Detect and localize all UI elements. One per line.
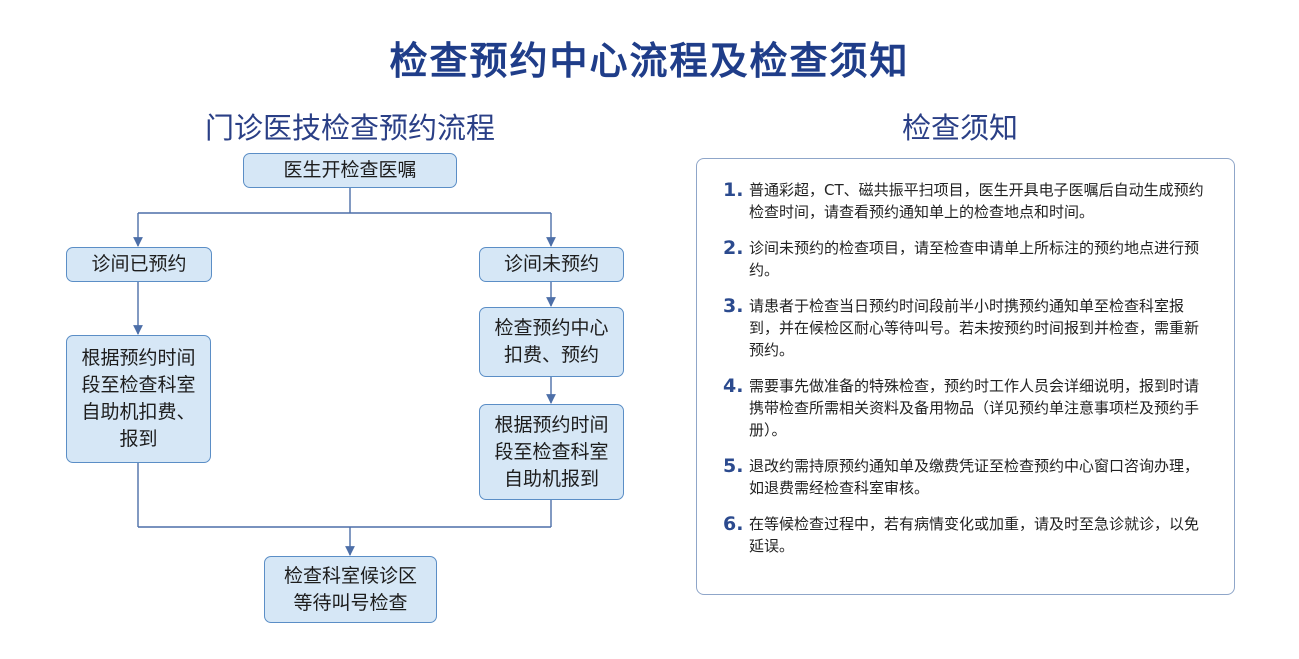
notice-item: 6. 在等候检查过程中，若有病情变化或加重，请及时至急诊就诊，以免延误。 [723, 513, 1210, 557]
connector-split [138, 188, 551, 214]
notice-item-text: 请患者于检查当日预约时间段前半小时携预约通知单至检查科室报到，并在候检区耐心等待… [749, 297, 1200, 359]
notice-item-text: 诊间未预约的检查项目，请至检查申请单上所标注的预约地点进行预约。 [749, 239, 1200, 279]
node-booked: 诊间已预约 [66, 247, 212, 282]
notice-item: 1. 普通彩超，CT、磁共振平扫项目，医生开具电子医嘱后自动生成预约检查时间，请… [723, 179, 1210, 223]
node-not-booked: 诊间未预约 [479, 247, 624, 282]
node-waiting-area: 检查科室候诊区 等待叫号检查 [264, 556, 437, 623]
notice-panel: 1. 普通彩超，CT、磁共振平扫项目，医生开具电子医嘱后自动生成预约检查时间，请… [696, 158, 1235, 595]
notice-item: 4. 需要事先做准备的特殊检查，预约时工作人员会详细说明，报到时请携带检查所需相… [723, 375, 1210, 441]
notice-item-number: 1. [723, 179, 744, 201]
notice-item-number: 6. [723, 513, 744, 535]
notice-item-number: 5. [723, 455, 744, 477]
notice-item: 5. 退改约需持原预约通知单及缴费凭证至检查预约中心窗口咨询办理，如退费需经检查… [723, 455, 1210, 499]
flow-section-title: 门诊医技检查预约流程 [204, 111, 495, 145]
node-center-pay: 检查预约中心 扣费、预约 [479, 307, 624, 377]
page-title: 检查预约中心流程及检查须知 [389, 39, 910, 83]
connector-merge [137, 463, 552, 528]
notice-item-text: 普通彩超，CT、磁共振平扫项目，医生开具电子医嘱后自动生成预约检查时间，请查看预… [749, 181, 1204, 221]
notice-item-number: 3. [723, 295, 744, 317]
notice-item-text: 需要事先做准备的特殊检查，预约时工作人员会详细说明，报到时请携带检查所需相关资料… [749, 377, 1200, 439]
notice-item: 3. 请患者于检查当日预约时间段前半小时携预约通知单至检查科室报到，并在候检区耐… [723, 295, 1210, 361]
notice-item-number: 4. [723, 375, 744, 397]
node-booked-checkin: 根据预约时间 段至检查科室 自助机扣费、 报到 [66, 335, 211, 463]
notice-item-number: 2. [723, 237, 744, 259]
notice-item-text: 在等候检查过程中，若有病情变化或加重，请及时至急诊就诊，以免延误。 [749, 515, 1200, 555]
node-doctor-order: 医生开检查医嘱 [243, 153, 457, 188]
notice-list: 1. 普通彩超，CT、磁共振平扫项目，医生开具电子医嘱后自动生成预约检查时间，请… [697, 159, 1234, 557]
notice-item: 2. 诊间未预约的检查项目，请至检查申请单上所标注的预约地点进行预约。 [723, 237, 1210, 281]
notice-section-title: 检查须知 [901, 111, 1018, 145]
notice-item-text: 退改约需持原预约通知单及缴费凭证至检查预约中心窗口咨询办理，如退费需经检查科室审… [749, 457, 1200, 497]
node-self-checkin: 根据预约时间 段至检查科室 自助机报到 [479, 404, 624, 500]
